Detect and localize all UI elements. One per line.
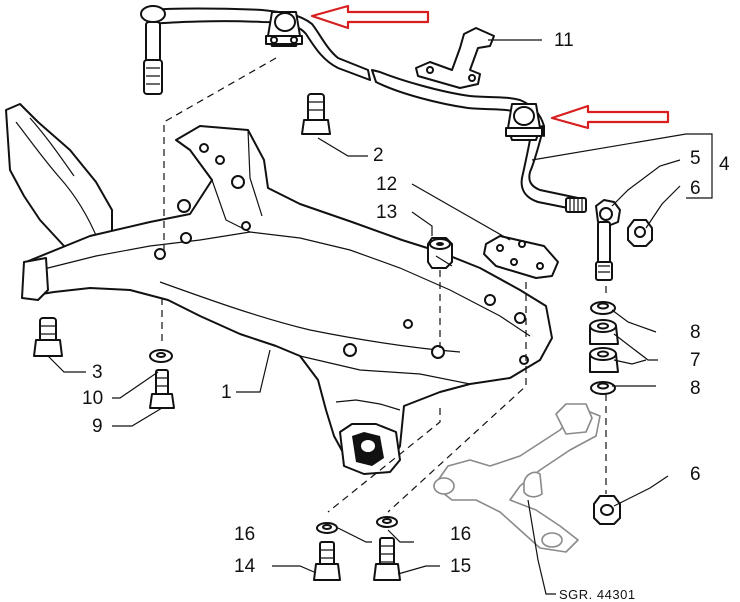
callout-7: 7 bbox=[690, 350, 701, 371]
bracket-part-11 bbox=[415, 27, 495, 89]
crossmember-subframe bbox=[5, 103, 553, 475]
drop-link-part-5 bbox=[595, 199, 621, 281]
nut-part-6-top bbox=[627, 219, 653, 247]
bolt-part-15 bbox=[373, 537, 401, 581]
callout-14: 14 bbox=[234, 556, 256, 577]
anti-roll-bar bbox=[149, 7, 587, 213]
figure-code: SGR. 44301 bbox=[559, 587, 636, 602]
washer-part-8-bottom bbox=[590, 381, 616, 395]
bolt-part-14 bbox=[313, 541, 341, 581]
callout-12: 12 bbox=[376, 174, 397, 195]
callout-2: 2 bbox=[373, 145, 384, 166]
nut-part-6-bottom bbox=[593, 495, 621, 525]
alignment-lines bbox=[161, 57, 607, 513]
callout-8-bottom: 8 bbox=[690, 378, 701, 399]
callout-13: 13 bbox=[376, 202, 397, 223]
callout-16-right: 16 bbox=[450, 524, 471, 545]
callout-5: 5 bbox=[690, 148, 701, 169]
callout-16-left: 16 bbox=[234, 524, 255, 545]
highlight-arrow-right bbox=[550, 104, 670, 130]
bar-end-link-left bbox=[140, 5, 166, 95]
callout-9: 9 bbox=[92, 416, 103, 437]
callout-8-top: 8 bbox=[690, 322, 701, 343]
washer-part-16-right bbox=[376, 516, 398, 528]
bolt-part-2 bbox=[301, 93, 331, 135]
bushing-part-7-upper bbox=[589, 319, 619, 345]
callout-1: 1 bbox=[221, 382, 232, 403]
callout-10: 10 bbox=[82, 388, 103, 409]
callout-4: 4 bbox=[719, 154, 730, 175]
bar-bushing-clamp-right bbox=[505, 103, 543, 141]
callout-6-top: 6 bbox=[690, 178, 701, 199]
bushing-part-7-lower bbox=[589, 347, 619, 373]
washer-part-16-left bbox=[316, 522, 338, 534]
bolt-part-3 bbox=[33, 317, 63, 357]
plate-part-12 bbox=[483, 235, 559, 279]
callout-6-bottom: 6 bbox=[690, 464, 701, 485]
callout-labels: 1 2 3 4 5 6 6 7 8 8 9 10 11 12 13 14 15 … bbox=[82, 30, 730, 602]
leader-lines bbox=[47, 39, 713, 595]
callout-15: 15 bbox=[450, 556, 471, 577]
bar-bushing-clamp-left bbox=[265, 11, 303, 47]
callout-3: 3 bbox=[92, 362, 103, 383]
washer-part-10 bbox=[149, 349, 173, 363]
lower-control-arm-ghost bbox=[433, 403, 601, 553]
bolt-part-9 bbox=[149, 369, 175, 409]
highlight-arrow-left bbox=[310, 4, 430, 30]
callout-11: 11 bbox=[554, 30, 574, 51]
mount-part-13 bbox=[427, 237, 453, 269]
washer-part-8-top bbox=[590, 301, 616, 315]
